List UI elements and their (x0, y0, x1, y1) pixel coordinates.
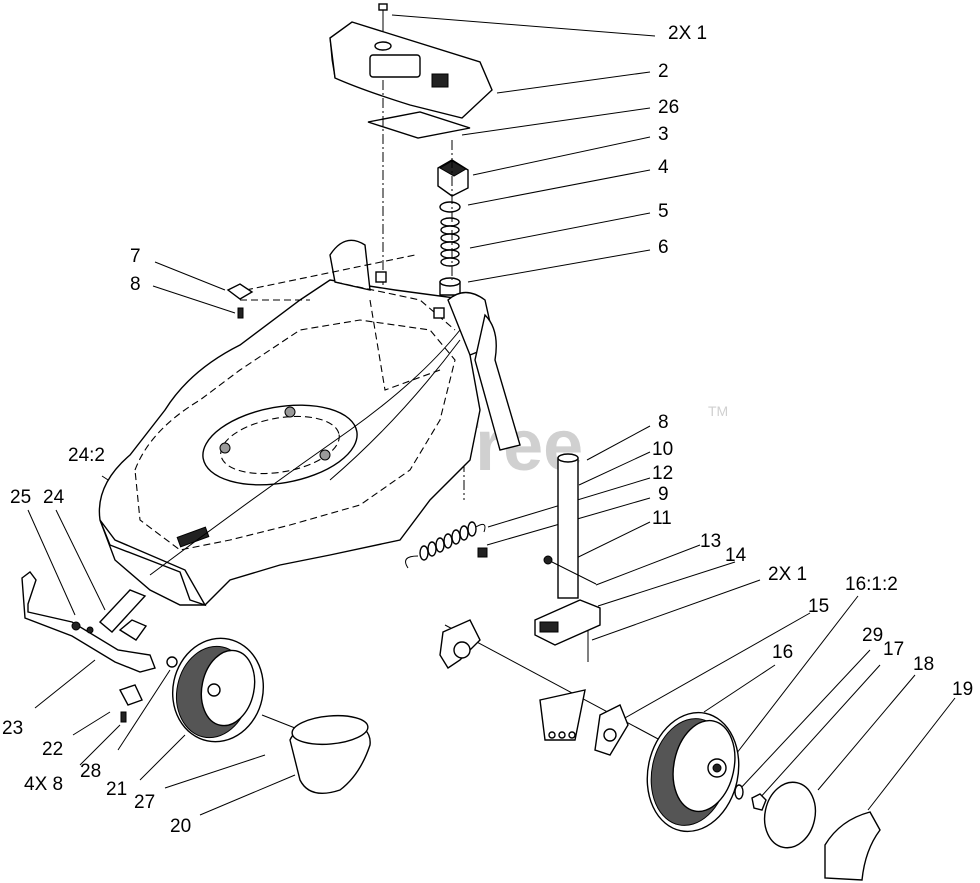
front-wheel-hardware (261, 714, 371, 794)
callout-26: 26 (658, 97, 679, 118)
callout-13: 13 (700, 531, 721, 552)
callout-27: 27 (134, 792, 155, 813)
callout-19: 19 (952, 679, 973, 700)
rear-wheel-hardware (734, 781, 881, 881)
callout-3: 3 (658, 124, 669, 145)
callout-11: 11 (652, 508, 672, 529)
leader-lines (27, 14, 956, 816)
callout-8-left: 8 (130, 274, 141, 295)
watermark-trademark: TM (708, 403, 728, 419)
callout-15: 15 (808, 596, 829, 617)
callout-5: 5 (658, 201, 669, 222)
callout-2x1-top: 2X 1 (668, 23, 707, 44)
callout-7: 7 (130, 246, 141, 267)
callout-labels: 2X 1 2 26 3 4 5 6 7 8 8 10 12 9 11 13 14… (2, 23, 973, 837)
callout-6: 6 (658, 237, 669, 258)
callout-4: 4 (658, 157, 669, 178)
callout-2x1-mid: 2X 1 (768, 564, 807, 585)
shifter-cover-assembly (329, 3, 493, 500)
extension-spring (405, 521, 488, 569)
callout-21: 21 (106, 779, 127, 800)
front-axle-assembly (21, 571, 178, 723)
callout-8-right: 8 (658, 412, 669, 433)
callout-24-2: 24:2 (68, 445, 105, 466)
rear-axle-assembly (439, 453, 661, 756)
callout-10: 10 (652, 439, 673, 460)
front-wheel (171, 637, 265, 743)
callout-16: 16 (772, 642, 793, 663)
callout-25: 25 (10, 487, 31, 508)
callout-12: 12 (652, 463, 673, 484)
callout-23: 23 (2, 718, 23, 739)
callout-20: 20 (170, 816, 191, 837)
callout-2: 2 (658, 61, 669, 82)
callout-16-1-2: 16:1:2 (845, 574, 898, 595)
callout-28: 28 (80, 761, 101, 782)
callout-9: 9 (658, 484, 669, 505)
callout-14: 14 (725, 545, 747, 566)
rear-wheel (646, 711, 740, 833)
mower-deck (98, 239, 521, 607)
callout-22: 22 (42, 739, 63, 760)
callout-24: 24 (43, 487, 65, 508)
callout-29: 29 (862, 625, 883, 646)
callout-4x8: 4X 8 (24, 774, 63, 795)
bracket-7 (226, 283, 254, 319)
callout-17: 17 (883, 639, 904, 660)
callout-18: 18 (913, 654, 934, 675)
